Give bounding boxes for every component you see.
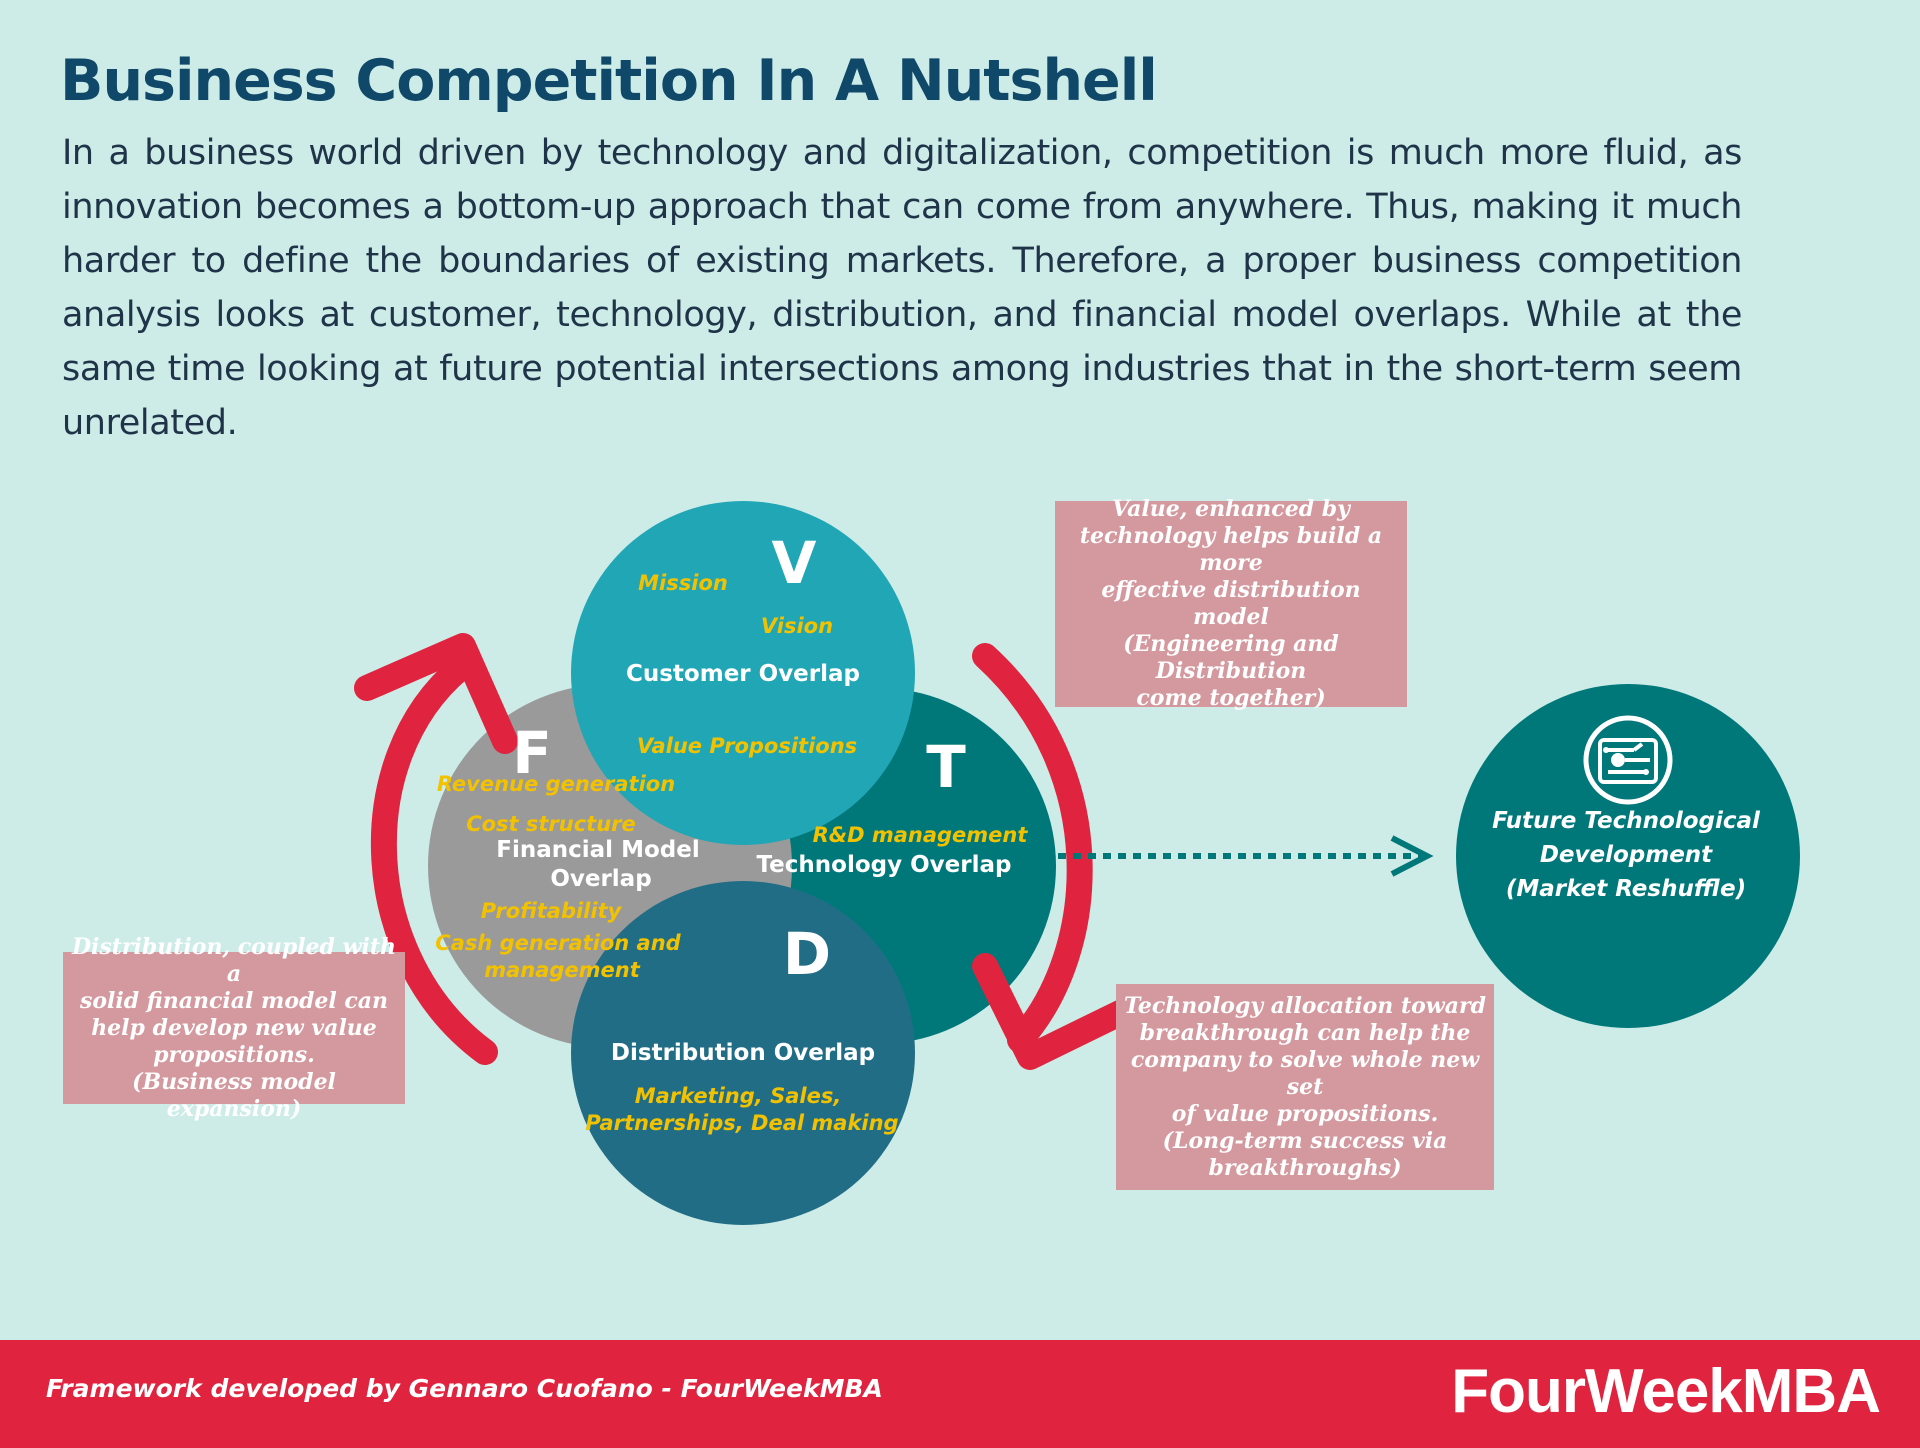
financial-overlap-title-line2: Overlap <box>550 866 651 892</box>
intro-paragraph: In a business world driven by technology… <box>62 133 1742 443</box>
financial-letter: F <box>512 719 552 787</box>
financial-item-profitability: Profitability <box>481 899 623 923</box>
note-bottom-right: Technology allocation toward breakthroug… <box>1116 984 1494 1190</box>
note-top-right: Value, enhanced by technology helps buil… <box>1055 496 1407 711</box>
note-top-right-text: Value, enhanced by technology helps buil… <box>1079 496 1383 711</box>
circuit-board-icon <box>1583 715 1673 805</box>
note-bottom-right-text: Technology allocation toward breakthroug… <box>1124 992 1486 1181</box>
dotted-connector-arrow <box>1058 835 1434 877</box>
technology-item-rd: R&D management <box>813 823 1029 847</box>
footer-credit: Framework developed by Gennaro Cuofano -… <box>46 1374 883 1403</box>
page-title: Business Competition In A Nutshell <box>60 48 1158 114</box>
future-label-line2: Development <box>1540 842 1713 868</box>
distribution-circle <box>571 881 915 1225</box>
future-label-line3: (Market Reshuffle) <box>1506 876 1746 902</box>
financial-item-management: management <box>484 958 641 982</box>
technology-letter: T <box>926 733 966 801</box>
distribution-item-marketing: Marketing, Sales, <box>635 1084 842 1108</box>
distribution-letter: D <box>783 920 831 988</box>
brand-logo: FourWeekMBA <box>1451 1357 1881 1426</box>
customer-overlap-title: Customer Overlap <box>626 661 860 687</box>
value-item-propositions: Value Propositions <box>637 734 857 758</box>
future-label-line1: Future Technological <box>1492 808 1761 834</box>
note-left-text: Distribution, coupled with a solid finan… <box>71 933 397 1122</box>
future-circle <box>1456 684 1800 1028</box>
footer-bar: Framework developed by Gennaro Cuofano -… <box>0 1340 1920 1448</box>
distribution-overlap-title: Distribution Overlap <box>611 1040 875 1066</box>
financial-item-revenue: Revenue generation <box>437 772 675 796</box>
distribution-item-partnerships: Partnerships, Deal making <box>585 1111 898 1135</box>
note-left: Distribution, coupled with a solid finan… <box>63 934 405 1122</box>
technology-overlap-title: Technology Overlap <box>757 852 1012 878</box>
financial-overlap-title-line1: Financial Model <box>496 837 699 863</box>
value-letter: V <box>772 529 817 597</box>
financial-item-cost: Cost structure <box>466 812 636 836</box>
value-item-vision: Vision <box>761 614 833 638</box>
cycle-arrow-left <box>354 633 518 1065</box>
financial-item-cash: Cash generation and <box>435 931 681 955</box>
competition-diagram: .big-letter { font-family: "DejaVu Sans"… <box>354 501 1800 1225</box>
value-item-mission: Mission <box>638 571 728 595</box>
value-circle <box>571 501 915 845</box>
